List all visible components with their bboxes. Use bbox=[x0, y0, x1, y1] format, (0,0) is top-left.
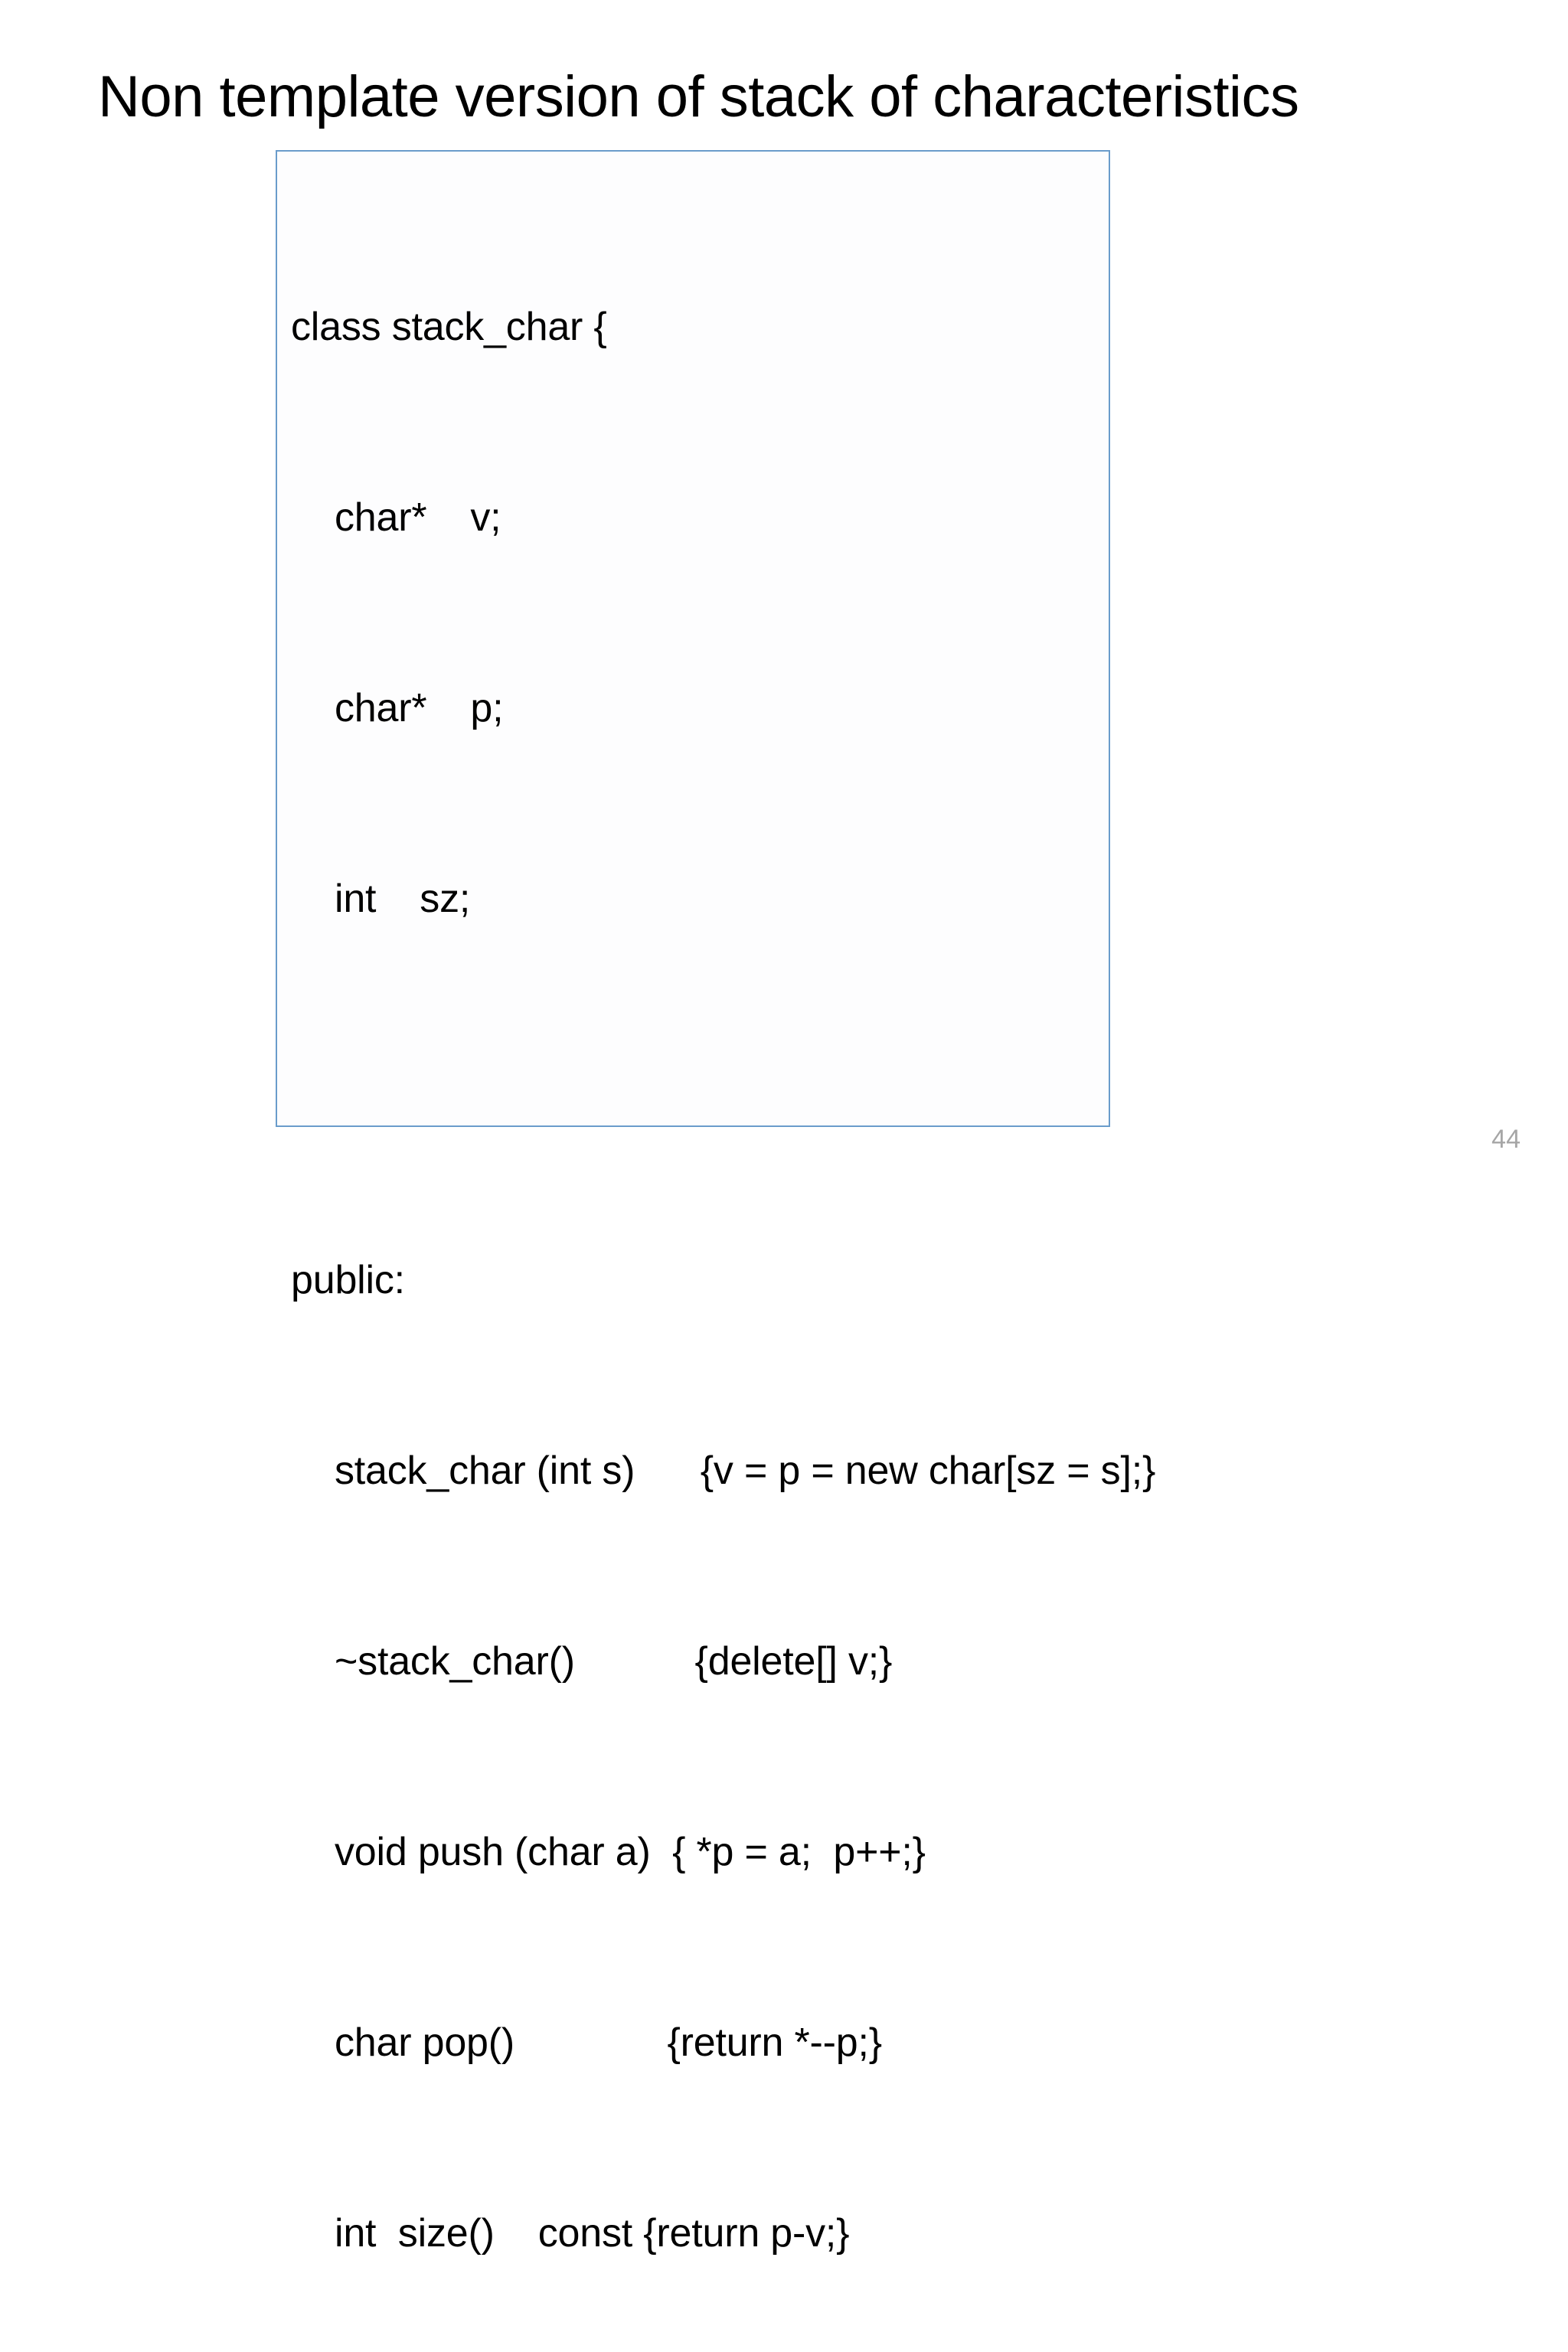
code-line: ~stack_char() {delete[] v;} bbox=[291, 1639, 893, 1684]
code-line: int sz; bbox=[291, 877, 471, 921]
code-line: public: bbox=[291, 1258, 405, 1302]
page-title: Non template version of stack of charact… bbox=[98, 64, 1299, 129]
code-line: int size() const {return p-v;} bbox=[291, 2211, 850, 2256]
code-block-container: class stack_char { char* v; char* p; int… bbox=[276, 150, 1155, 2256]
code-line: class stack_char { bbox=[291, 305, 607, 349]
code-line: stack_char (int s) {v = p = new char[sz … bbox=[291, 1449, 1156, 1493]
page-number: 44 bbox=[1491, 1125, 1521, 1154]
code-line: void push (char a) { *p = a; p++;} bbox=[291, 1830, 926, 1874]
code-lines: class stack_char { char* v; char* p; int… bbox=[291, 168, 1156, 2352]
code-line: char pop() {return *--p;} bbox=[291, 2020, 882, 2065]
slide-canvas: Non template version of stack of charact… bbox=[98, 64, 1521, 2256]
code-line: char* v; bbox=[291, 495, 501, 540]
code-line-blank bbox=[291, 1058, 1109, 1122]
code-line: char* p; bbox=[291, 686, 504, 730]
